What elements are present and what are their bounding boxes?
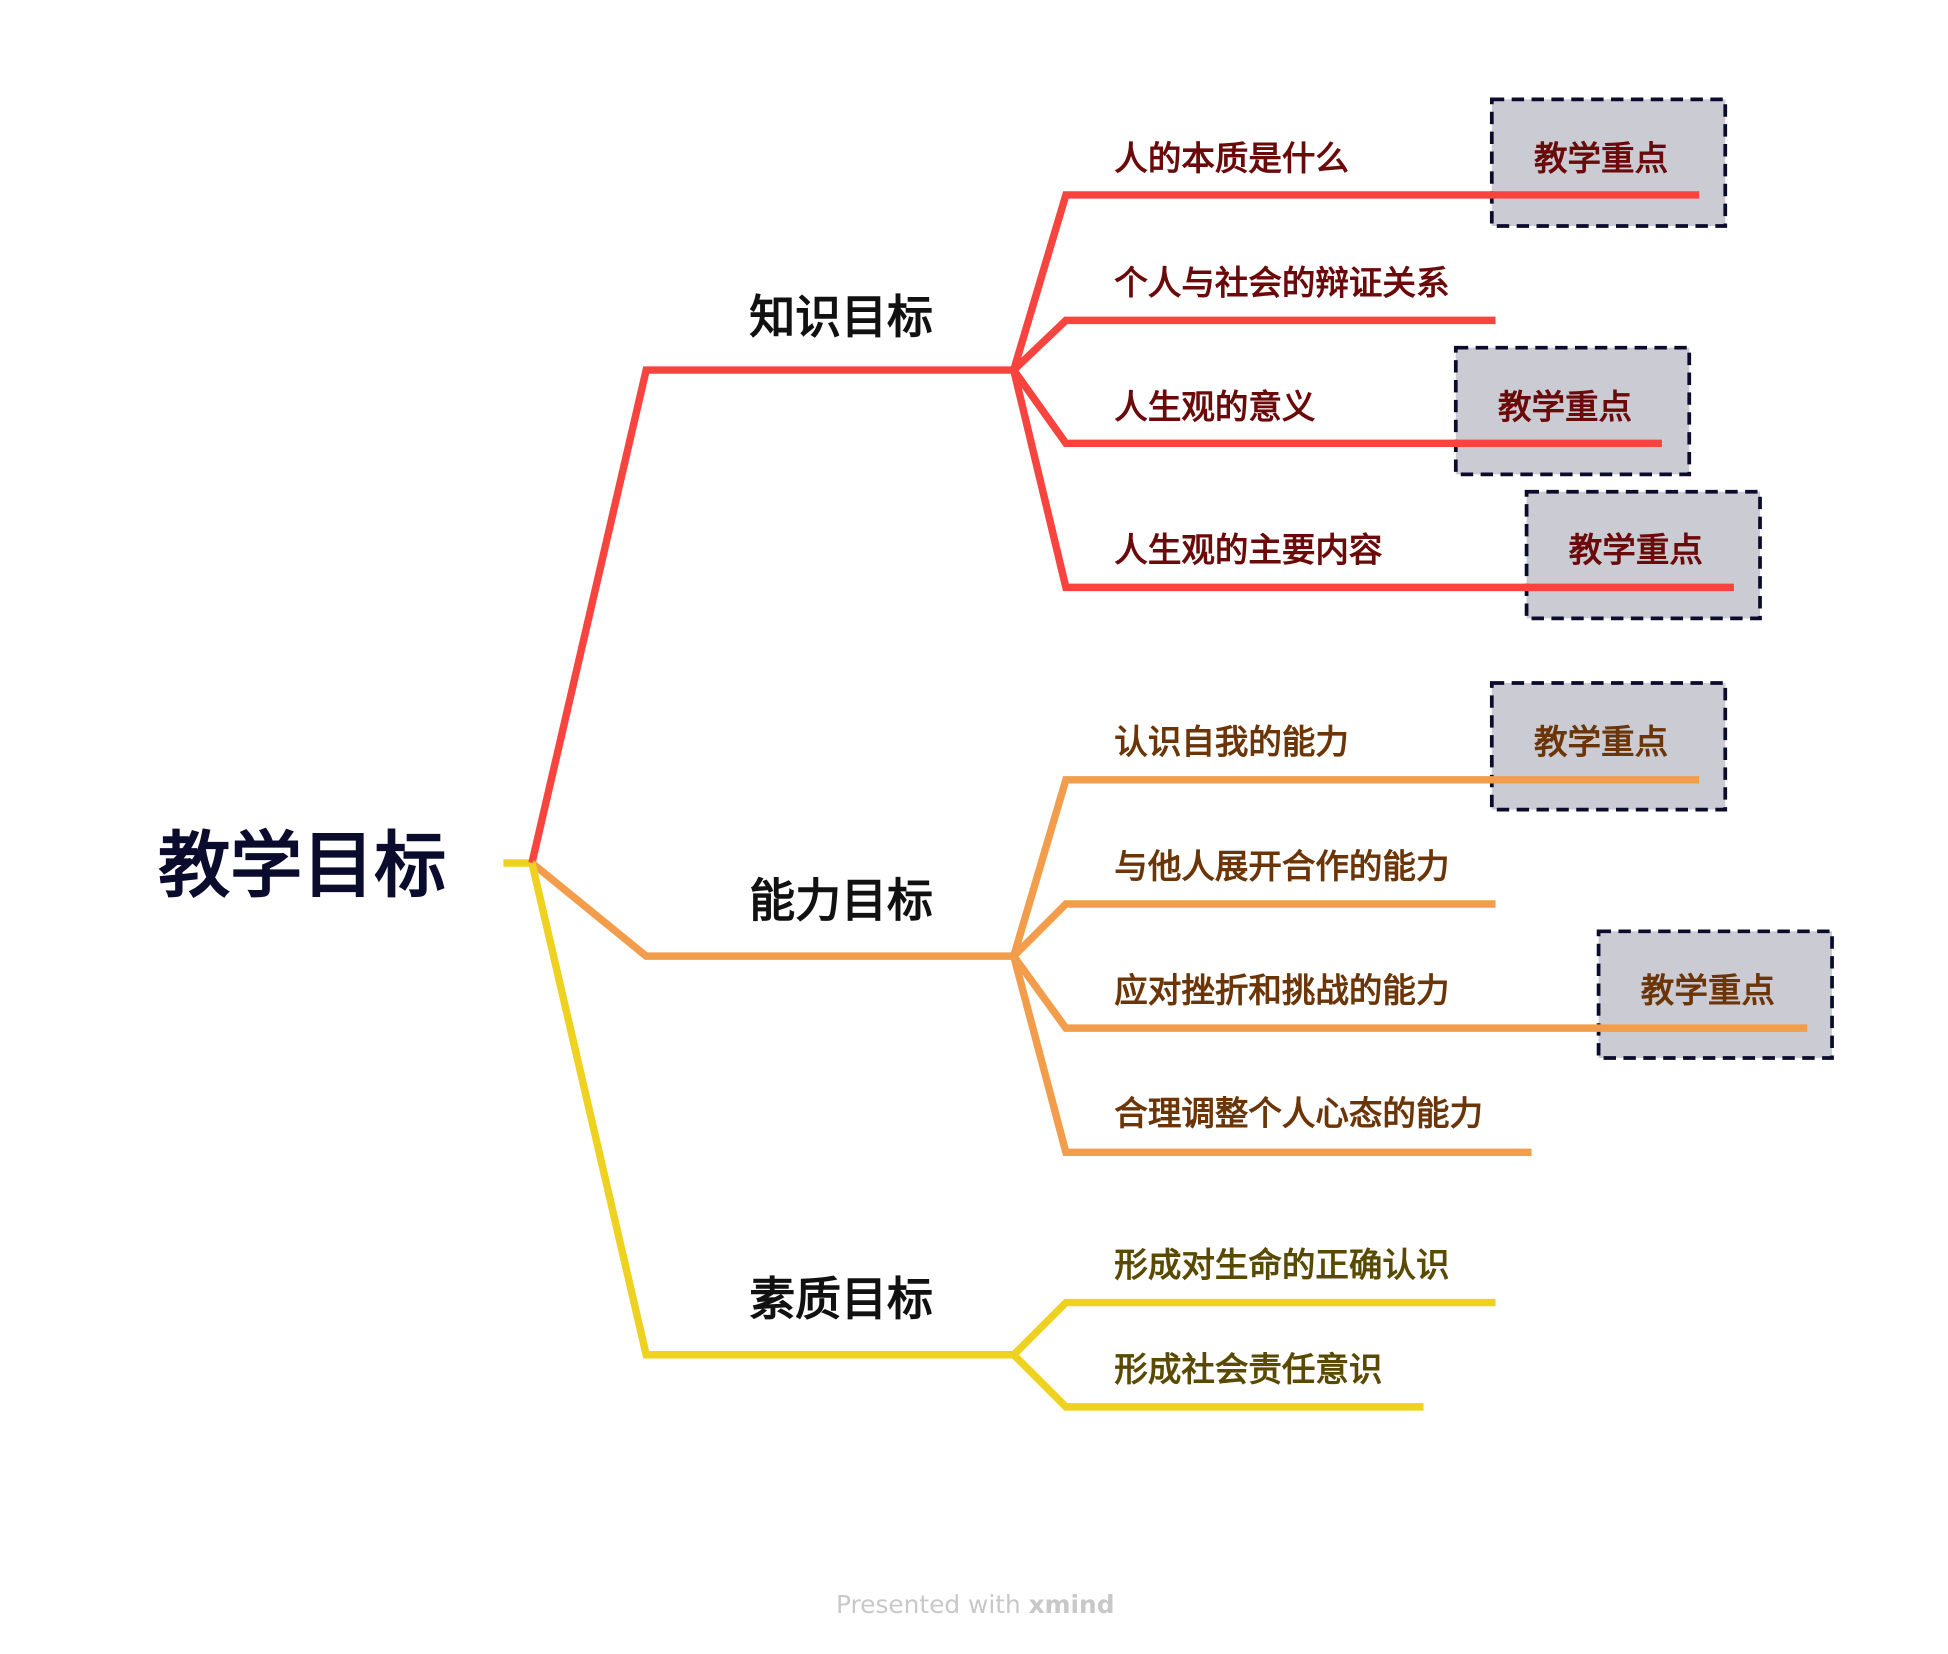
tag-box bbox=[1489, 681, 1728, 812]
sub-line bbox=[1010, 953, 1808, 1032]
sub-line bbox=[1011, 316, 1496, 373]
sub-line bbox=[1010, 367, 1662, 448]
topic-knowledge-goals[interactable]: 知识目标 bbox=[749, 290, 933, 344]
tag-label: 教学重点 bbox=[1641, 971, 1775, 1010]
sub-line bbox=[1010, 776, 1700, 958]
topic-ability-goals[interactable]: 能力目标 bbox=[749, 873, 933, 927]
sub-line bbox=[1010, 191, 1700, 372]
subtopic[interactable]: 认识自我的能力 bbox=[1114, 723, 1349, 762]
sub-line bbox=[1011, 1298, 1496, 1358]
sub-line bbox=[1010, 955, 1532, 1157]
branch-line-ability bbox=[529, 860, 1017, 960]
subtopic[interactable]: 与他人展开合作的能力 bbox=[1114, 847, 1449, 886]
branch-line-knowledge bbox=[528, 366, 1017, 864]
subtopic[interactable]: 人生观的意义 bbox=[1114, 387, 1316, 426]
tag-label: 教学重点 bbox=[1569, 530, 1703, 569]
subtopic[interactable]: 人的本质是什么 bbox=[1114, 139, 1349, 178]
topic-quality-goals[interactable]: 素质目标 bbox=[749, 1272, 933, 1326]
root-topic[interactable]: 教学目标 bbox=[158, 823, 446, 907]
subtopic[interactable]: 形成社会责任意识 bbox=[1114, 1350, 1382, 1389]
sub-line bbox=[1011, 1352, 1424, 1411]
sub-line bbox=[1010, 369, 1734, 592]
tag-box bbox=[1524, 489, 1762, 621]
footer-prefix: Presented with bbox=[836, 1590, 1021, 1619]
xmind-brand: xmind bbox=[1029, 1590, 1115, 1619]
subtopic[interactable]: 人生观的主要内容 bbox=[1114, 530, 1383, 569]
subtopic[interactable]: 应对挫折和挑战的能力 bbox=[1114, 971, 1449, 1010]
subtopic[interactable]: 合理调整个人心态的能力 bbox=[1114, 1094, 1483, 1133]
branch-line-quality bbox=[528, 862, 1017, 1359]
tag-box bbox=[1596, 929, 1834, 1060]
subtopic[interactable]: 个人与社会的辩证关系 bbox=[1114, 263, 1449, 302]
tag-box bbox=[1489, 97, 1728, 228]
footer-credit: Presented with xmind bbox=[836, 1590, 1115, 1619]
subtopic[interactable]: 形成对生命的正确认识 bbox=[1114, 1246, 1449, 1285]
tag-box bbox=[1453, 345, 1692, 477]
tag-label: 教学重点 bbox=[1498, 387, 1632, 426]
tag-label: 教学重点 bbox=[1534, 723, 1668, 762]
tag-label: 教学重点 bbox=[1534, 139, 1668, 178]
sub-line bbox=[1011, 900, 1496, 959]
